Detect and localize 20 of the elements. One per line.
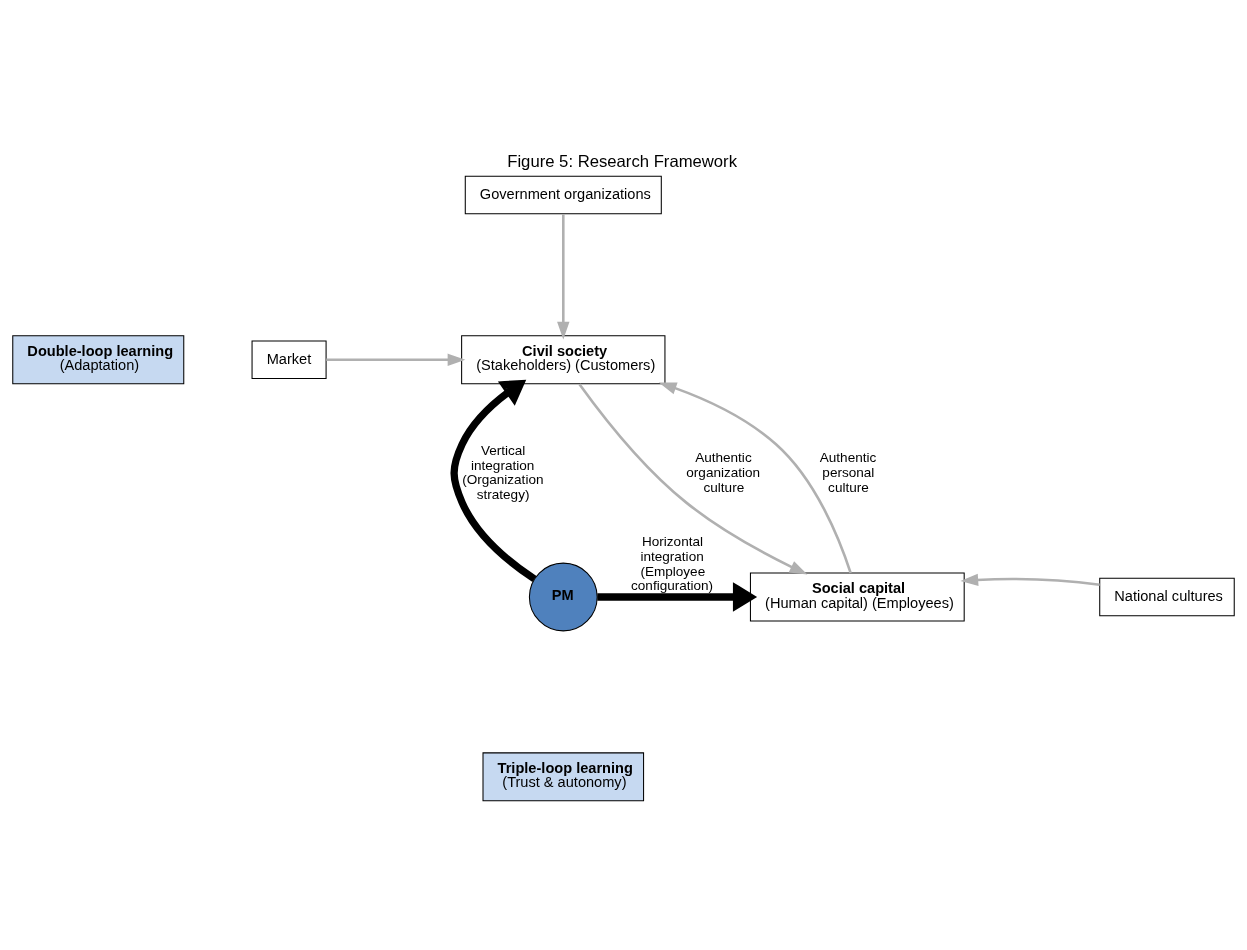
arrow: [578, 383, 808, 575]
node-box: Social capital (Human capital) (Employees): [749, 572, 965, 622]
arrow: [960, 573, 1100, 587]
edge-label: Horizontal integration (Employee configuration): [631, 534, 714, 594]
diagram-title: Figure 5: Research Framework: [507, 151, 738, 171]
node-box: Civil society (Stakeholders) (Customers): [461, 335, 666, 385]
node-box: Market: [251, 340, 327, 380]
node-box: Triple-loop learning (Trust & autonomy): [482, 752, 645, 802]
arrow: [326, 353, 466, 366]
edge-label: Authentic personal culture: [819, 450, 877, 495]
arrow: [450, 379, 537, 583]
arrow: [557, 214, 570, 340]
node-box: Government organizations: [464, 175, 662, 215]
arrow: [658, 382, 852, 574]
node-box: National cultures: [1099, 577, 1235, 617]
node-box: Double-loop learning (Adaptation): [12, 335, 185, 385]
edge-label: Authentic organization culture: [686, 450, 761, 495]
node-circle: PM: [528, 562, 598, 632]
arrow: [597, 582, 758, 612]
edge-label: Vertical integration (Organization strategy): [462, 443, 544, 502]
